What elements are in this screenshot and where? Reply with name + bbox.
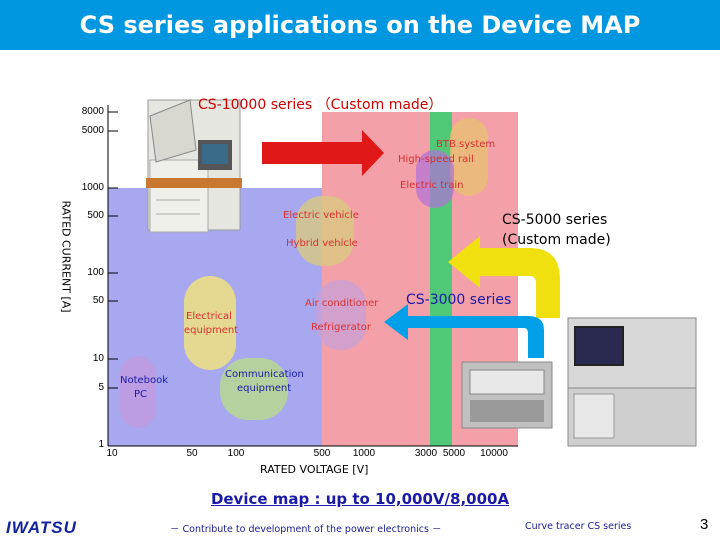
x-axis-title: RATED VOLTAGE [V] [260, 463, 369, 476]
refrigerator-label: Refrigerator [311, 322, 371, 333]
x-tick-label: 10000 [480, 448, 508, 459]
footer-product-line: Curve tracer CS series [525, 521, 632, 532]
cs3000-blue-arrow [384, 304, 544, 358]
electrical-equipment-blob [184, 276, 236, 370]
y-tick-label: 10 [92, 353, 104, 364]
y-tick-label: 1 [98, 439, 104, 450]
iwatsu-logo: IWATSU [6, 518, 77, 537]
electrical-equipment-label: Electrical [186, 311, 232, 322]
electric-vehicle-label: Electric vehicle [283, 210, 359, 221]
notebook-blob [120, 356, 156, 428]
aircon-blob [316, 280, 366, 350]
x-tick-label: 5000 [442, 448, 466, 459]
y-axis-title: RATED CURRENT [A] [59, 200, 73, 313]
btb-system-label: BTB system [436, 139, 496, 150]
title-bar [0, 0, 720, 50]
cs10000-machine-image [146, 99, 242, 233]
cs3000-series-label: CS-3000 series [406, 292, 512, 308]
page-title: CS series applications on the Device MAP [79, 11, 641, 39]
notebook-pc-label-2: PC [134, 389, 148, 400]
communication-equipment-label-2: equipment [237, 383, 292, 394]
y-tick-label: 5 [98, 382, 104, 393]
x-tick-label: 3000 [414, 448, 438, 459]
page-number: 3 [700, 516, 709, 533]
cs10000-series-label: CS-10000 series （Custom made） [198, 97, 443, 113]
cs5000-custom-label: (Custom made) [502, 232, 611, 248]
electrical-equipment-label-2: equipment [184, 325, 239, 336]
air-conditioner-label: Air conditioner [305, 298, 379, 309]
y-tick-label: 8000 [81, 106, 104, 117]
ev-blob [296, 196, 354, 266]
x-tick-label: 100 [227, 448, 245, 459]
y-tick-label: 1000 [81, 182, 104, 193]
cs3000-equipment-image [461, 317, 697, 447]
y-tick-label: 5000 [81, 125, 104, 136]
x-tick-label: 500 [313, 448, 331, 459]
hybrid-vehicle-label: Hybrid vehicle [286, 238, 358, 249]
cs5000-yellow-arrow [448, 236, 560, 318]
cs5000-series-label: CS-5000 series [502, 212, 608, 228]
high-speed-rail-label: High-speed rail [398, 154, 474, 165]
y-tick-label: 100 [87, 267, 104, 278]
y-axis-ticks [108, 111, 118, 389]
electric-train-label: Electric train [400, 180, 464, 191]
y-tick-label: 50 [92, 295, 104, 306]
notebook-pc-label: Notebook [120, 375, 169, 386]
x-tick-label: 50 [186, 448, 198, 459]
x-tick-label: 1000 [352, 448, 376, 459]
y-tick-label: 500 [87, 210, 104, 221]
cs10000-red-arrow [262, 130, 384, 176]
map-caption: Device map : up to 10,000V/8,000A [210, 490, 510, 508]
footer-tagline: － Contribute to development of the power… [170, 524, 442, 535]
btb-system-blob [450, 118, 488, 196]
electric-train-blob [416, 150, 454, 208]
communication-blob [220, 358, 288, 420]
x-tick-label: 10 [106, 448, 118, 459]
communication-equipment-label: Communication [225, 369, 304, 380]
